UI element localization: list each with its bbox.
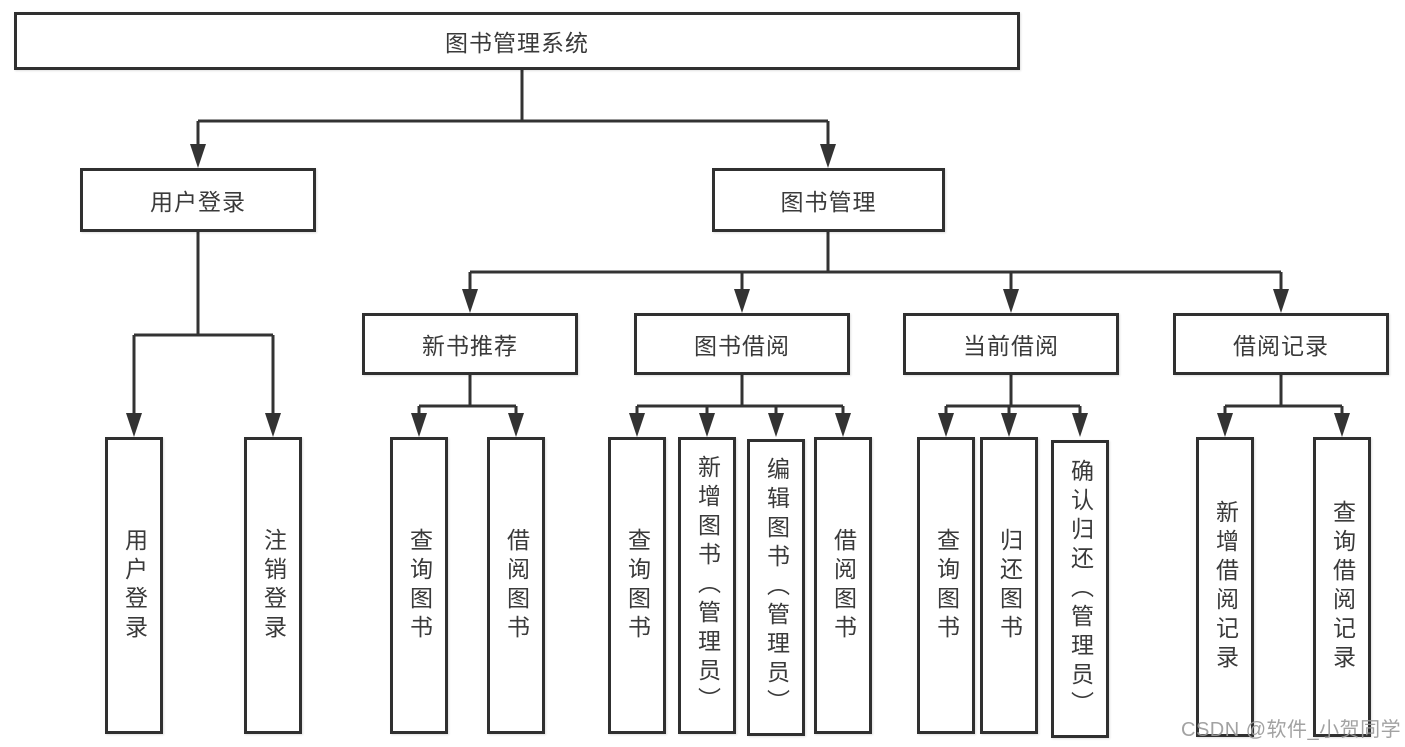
connector-book-borrow: [629, 375, 851, 437]
arrow-down-icon: [1273, 289, 1289, 313]
arrow-down-icon: [768, 413, 784, 437]
connector-line: [468, 232, 1283, 295]
node-book-management: 图书管理: [712, 168, 945, 232]
node-label: 新书推荐: [422, 333, 518, 359]
node-label: 用户登录: [150, 189, 246, 215]
csdn-watermark: CSDN @软件_小贺同学: [1181, 719, 1402, 741]
arrow-down-icon: [699, 413, 715, 437]
connector-book-management: [462, 232, 1289, 313]
connector-line: [417, 375, 518, 420]
connector-line: [1223, 375, 1344, 420]
arrow-down-icon: [126, 413, 142, 437]
arrow-down-icon: [508, 413, 524, 437]
connector-current-borrow: [938, 375, 1088, 437]
node-book-borrow: 图书借阅: [634, 313, 850, 375]
arrow-down-icon: [190, 144, 206, 168]
node-label: 确认归还（管理员）: [1067, 458, 1094, 720]
node-leaf-query-books-1: 查询图书: [390, 437, 448, 734]
node-label: 新增借阅记录: [1212, 500, 1239, 674]
node-label: 用户登录: [121, 527, 148, 644]
node-label: 新增图书（管理员）: [694, 455, 721, 716]
node-label: 查询图书: [406, 527, 433, 644]
node-leaf-user-login: 用户登录: [105, 437, 163, 734]
node-leaf-logout: 注销登录: [244, 437, 302, 734]
node-user-login: 用户登录: [80, 168, 316, 232]
node-label: 借阅图书: [503, 527, 530, 644]
node-new-book-recommend: 新书推荐: [362, 313, 578, 375]
node-leaf-borrow-books-2: 借阅图书: [814, 437, 872, 734]
arrow-down-icon: [835, 413, 851, 437]
node-leaf-borrow-books-1: 借阅图书: [487, 437, 545, 734]
connector-line: [196, 70, 830, 150]
node-library-system: 图书管理系统: [14, 12, 1020, 70]
node-leaf-query-books-2: 查询图书: [608, 437, 666, 734]
connector-line: [635, 375, 845, 420]
node-borrow-record: 借阅记录: [1173, 313, 1389, 375]
connector-new-book-recommend: [411, 375, 524, 437]
node-leaf-query-books-3: 查询图书: [917, 437, 975, 734]
connector-line: [132, 232, 275, 420]
connector-borrow-record: [1217, 375, 1350, 437]
node-label: 图书借阅: [694, 333, 790, 359]
node-leaf-return-books: 归还图书: [980, 437, 1038, 734]
arrow-down-icon: [1001, 413, 1017, 437]
node-leaf-edit-books-admin: 编辑图书（管理员）: [747, 439, 805, 736]
arrow-down-icon: [820, 144, 836, 168]
arrow-down-icon: [411, 413, 427, 437]
node-label: 借阅图书: [830, 527, 857, 644]
node-leaf-add-books-admin: 新增图书（管理员）: [678, 437, 736, 734]
arrow-down-icon: [265, 413, 281, 437]
node-label: 归还图书: [996, 527, 1023, 644]
connector-root-to-level2: [190, 70, 836, 168]
node-label: 图书管理系统: [445, 30, 589, 56]
node-label: 图书管理: [780, 189, 877, 215]
arrow-down-icon: [1072, 413, 1088, 437]
arrow-down-icon: [462, 289, 478, 313]
node-label: 查询借阅记录: [1329, 500, 1356, 674]
node-leaf-query-borrow-record: 查询借阅记录: [1313, 437, 1371, 737]
connector-user-login: [126, 232, 281, 437]
arrow-down-icon: [938, 413, 954, 437]
arrow-down-icon: [629, 413, 645, 437]
node-label: 当前借阅: [963, 333, 1059, 359]
node-current-borrow: 当前借阅: [903, 313, 1119, 375]
node-leaf-confirm-return-admin: 确认归还（管理员）: [1051, 440, 1109, 738]
node-label: 查询图书: [624, 527, 651, 644]
node-label: 注销登录: [260, 527, 287, 644]
node-leaf-add-borrow-record: 新增借阅记录: [1196, 437, 1254, 737]
node-label: 编辑图书（管理员）: [763, 457, 790, 718]
node-label: 借阅记录: [1233, 333, 1329, 359]
arrow-down-icon: [1003, 289, 1019, 313]
arrow-down-icon: [1334, 413, 1350, 437]
arrow-down-icon: [734, 289, 750, 313]
node-label: 查询图书: [933, 527, 960, 644]
arrow-down-icon: [1217, 413, 1233, 437]
